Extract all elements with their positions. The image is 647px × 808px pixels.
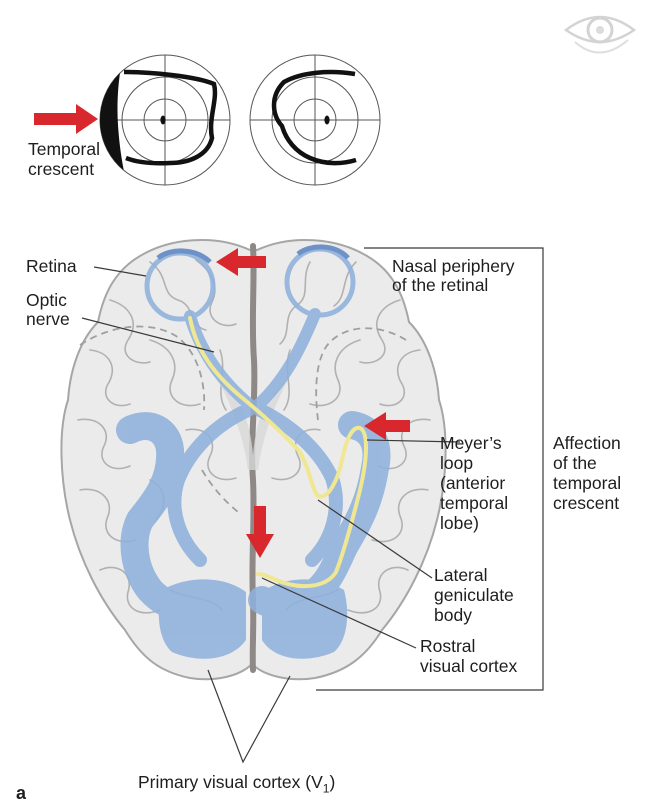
temporal-crescent-arrow [34,104,98,134]
rostral-cortex-label-2: visual cortex [420,656,518,676]
lateral-geniculate-label-2: geniculate [434,585,514,605]
arrow-meyer-loop [364,412,410,440]
rostral-leader [261,577,417,649]
affection-label-1: Affection [553,433,621,453]
affection-label-4: crescent [553,493,620,513]
optic-nerve-label-1: Optic [26,290,67,310]
affection-label-2: of the [553,453,597,473]
meyer-leader [366,439,461,443]
temporal-crescent-label-1: Temporal [28,139,100,159]
rostral-cortex-label-1: Rostral [420,636,476,656]
leader-lines [81,247,544,764]
retina-leader [93,266,147,277]
optic-nerve-leader [81,317,215,353]
retina-label: Retina [26,256,77,276]
primary-visual-cortex-label: Primary visual cortex (V1) [138,773,335,799]
lateral-geniculate-label-1: Lateral [434,565,488,585]
brain [60,239,447,681]
meyer-loop-label-5: lobe) [440,513,479,533]
meyer-loop-label-1: Meyer’s [440,433,502,453]
meyer-loop-tract [188,316,368,589]
nasal-periphery-label-2: of the retinal [392,275,489,295]
primary-leader [207,669,291,764]
primary-visual-cortex-text: Primary visual cortex (V [138,772,323,792]
nasal-periphery-label-1: Nasal periphery [392,256,515,276]
arrow-lateral-geniculate [246,506,274,558]
primary-visual-cortex-subscript: 1 [322,781,330,796]
arrow-nasal-retina [216,248,266,276]
left-visual-field [99,54,231,186]
optic-nerve-label-2: nerve [26,309,70,329]
meyer-loop-label-2: loop [440,453,474,473]
lgb-leader [317,499,433,579]
meyer-loop-label-3: (anterior [440,473,506,493]
bracket-leader [316,247,544,691]
temporal-crescent-label-2: crescent [28,159,95,179]
meyer-loop-label-4: temporal [440,493,509,513]
affection-label-3: temporal [553,473,622,493]
right-visual-field [249,54,381,186]
panel-letter: a [16,783,27,803]
lateral-geniculate-label-3: body [434,605,472,625]
eye-logo-icon [563,15,637,54]
primary-visual-cortex-suffix: ) [329,772,336,792]
